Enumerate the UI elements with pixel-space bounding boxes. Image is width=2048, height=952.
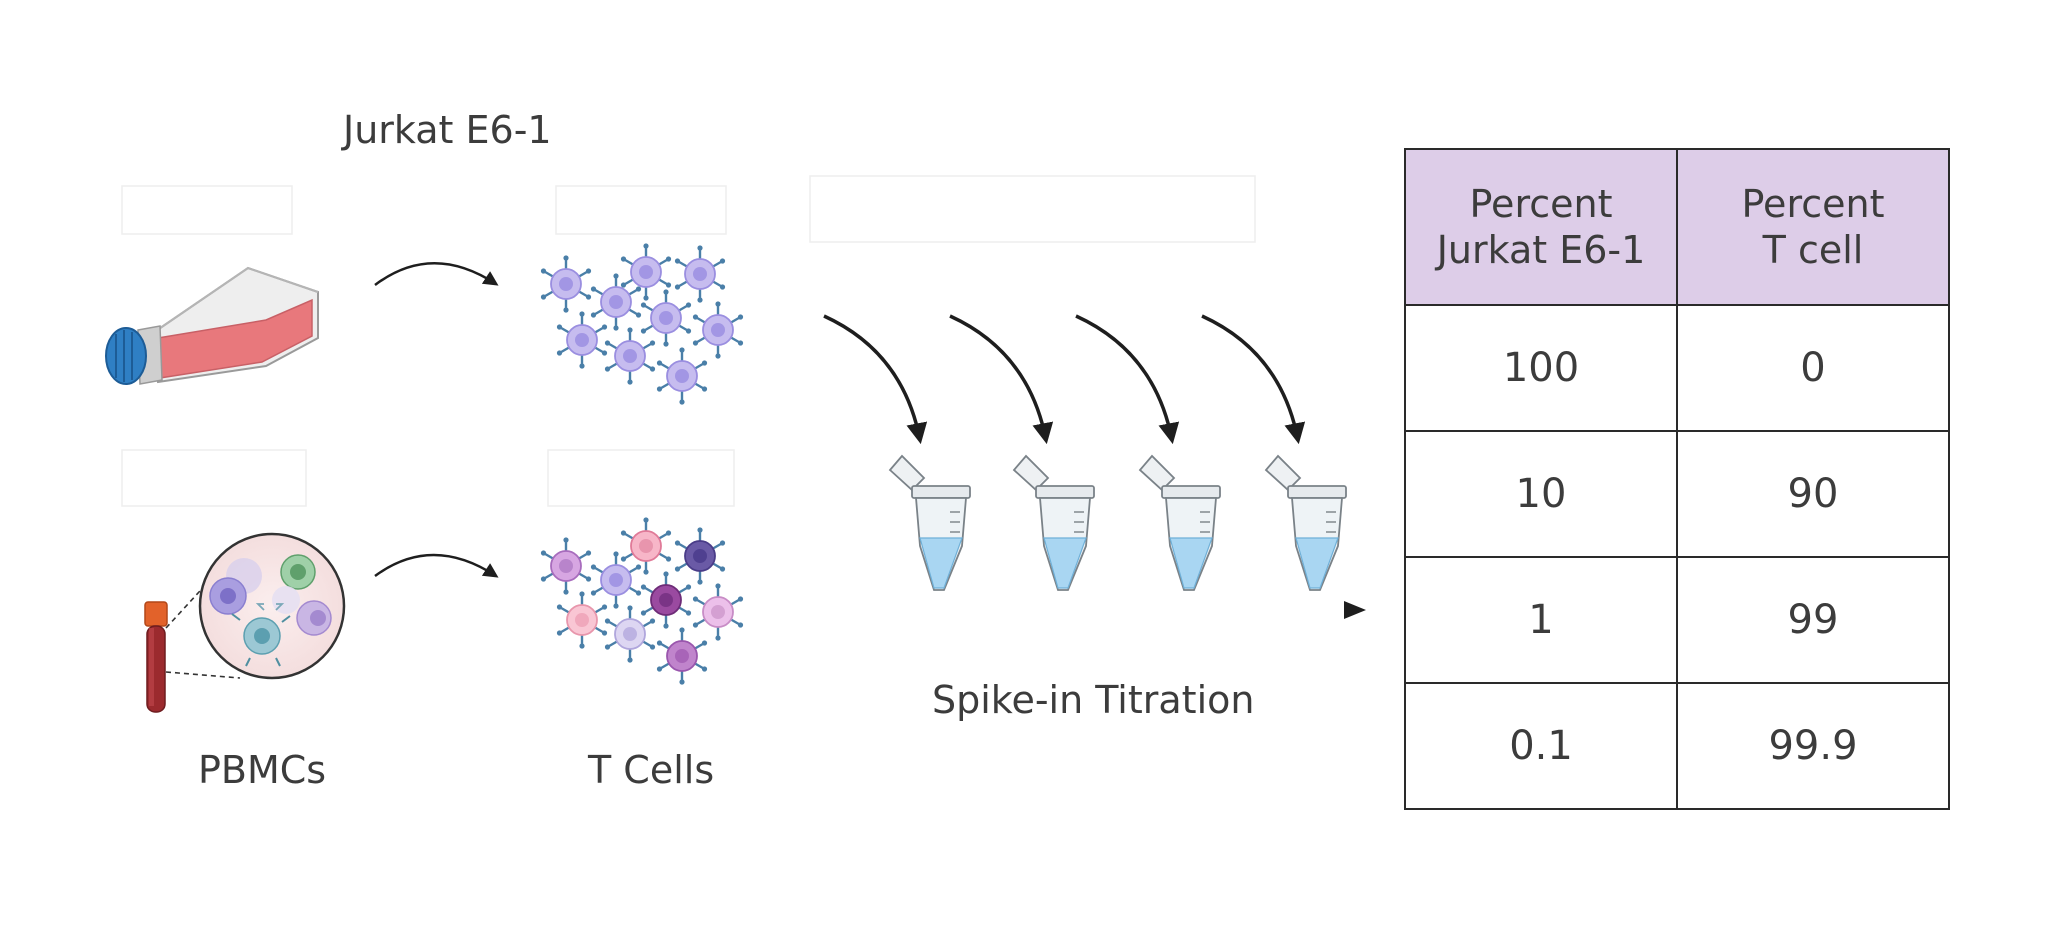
t-cell-cluster-icon [540,517,744,685]
header-percent-jurkat: Percent Jurkat E6-1 [1404,148,1678,306]
cell-icon [556,311,608,369]
table-header-row: Percent Jurkat E6-1 Percent T cell [1404,148,1950,306]
cell-icon [656,627,708,685]
cell-icon [674,245,726,303]
jurkat-label: Jurkat E6-1 [343,108,552,152]
cell-icon [590,273,642,331]
placeholder-boxes [121,175,1256,507]
cell-icon [656,347,708,405]
cell-icon [590,551,642,609]
cell-icon [640,571,692,629]
table-cell: 1 [1404,556,1678,684]
titration-arrow [872,601,1366,619]
header-line: T cell [1762,228,1864,272]
cell-icon [620,517,672,575]
header-line: Jurkat E6-1 [1436,228,1646,272]
table-row: 100 0 [1404,304,1950,432]
cell-icon [620,243,672,301]
table-cell: 90 [1676,430,1950,558]
cell-icon [692,583,744,641]
cell-icon [692,301,744,359]
cell-icon [640,289,692,347]
pbmc-magnified-circle-icon [198,532,346,680]
microcentrifuge-tube-icon [888,454,971,591]
cell-icon [540,537,592,595]
table-cell: 0 [1676,304,1950,432]
header-line: Percent [1469,182,1613,226]
cell-icon [674,527,726,585]
table-cell: 99 [1676,556,1950,684]
jurkat-cell-cluster-icon [540,243,744,405]
cell-icon [556,591,608,649]
microcentrifuge-tube-icon [1264,454,1347,591]
table-row: 0.1 99.9 [1404,682,1950,810]
flow-arrows-left [374,262,499,578]
pbmc-label: PBMCs [198,748,327,792]
cell-icon [604,605,656,663]
table-cell: 100 [1404,304,1678,432]
table-cell: 0.1 [1404,682,1678,810]
cell-icon [604,327,656,385]
spike-in-table: Percent Jurkat E6-1 Percent T cell 100 0… [1404,148,1950,810]
microcentrifuge-tube-icon [1138,454,1221,591]
t-cells-label: T Cells [588,748,715,792]
microcentrifuge-tubes [888,454,1347,591]
table-row: 1 99 [1404,556,1950,684]
blood-tube-icon [144,601,168,713]
spike-in-titration-label: Spike-in Titration [932,678,1255,722]
header-line: Percent [1741,182,1885,226]
cell-culture-flask-icon [105,266,319,385]
spike-in-arrows [823,314,1306,445]
header-percent-t-cell: Percent T cell [1676,148,1950,306]
cell-icon [540,255,592,313]
table-cell: 99.9 [1676,682,1950,810]
microcentrifuge-tube-icon [1012,454,1095,591]
table-row: 10 90 [1404,430,1950,558]
table-cell: 10 [1404,430,1678,558]
